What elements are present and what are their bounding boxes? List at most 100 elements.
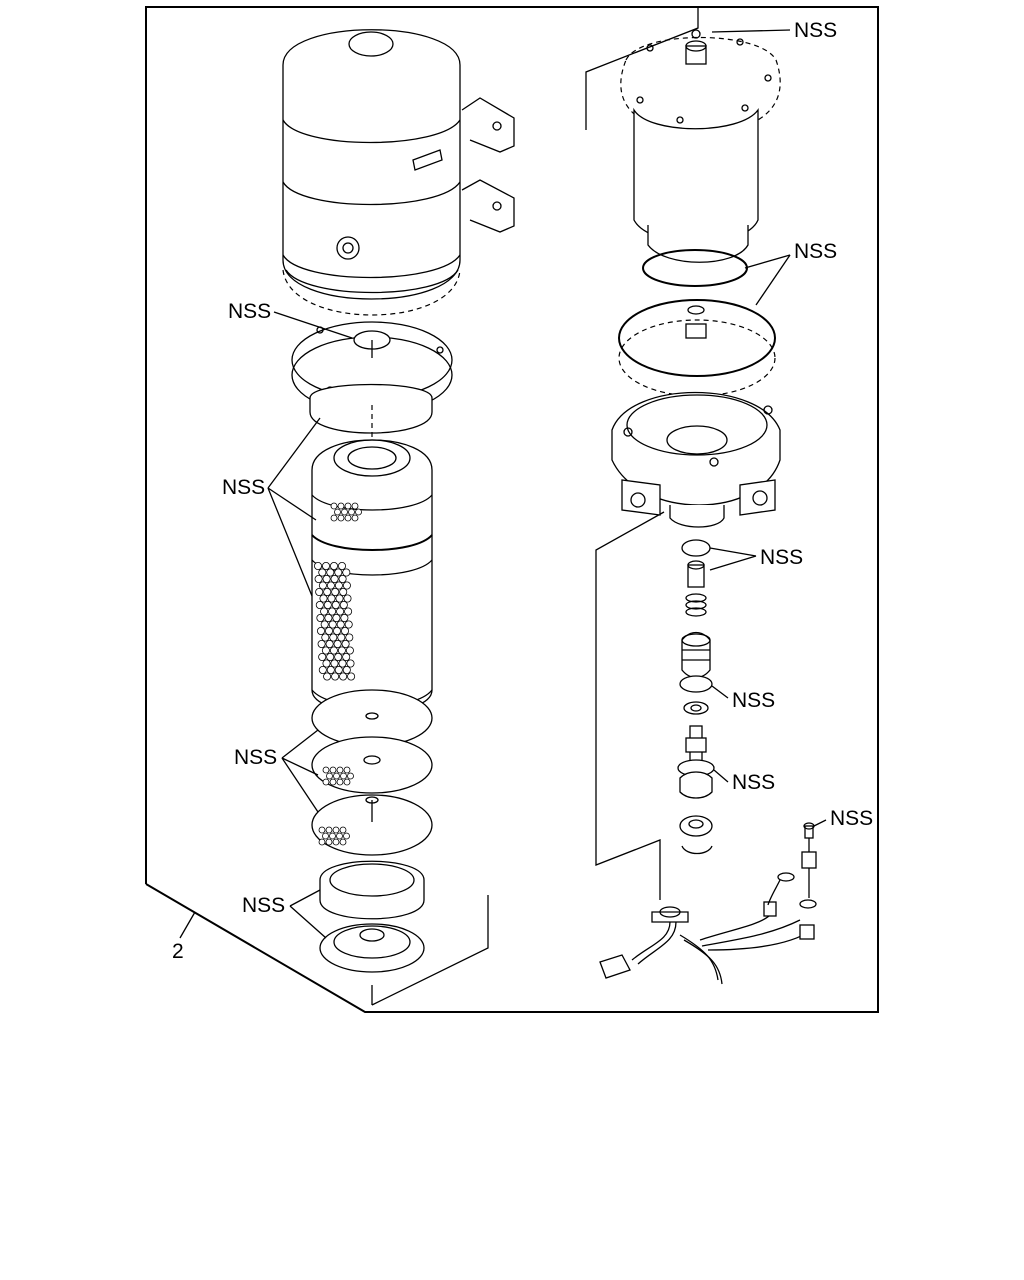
desiccant-bead [334, 653, 343, 662]
desiccant-bead [330, 502, 338, 510]
valve-piston [681, 631, 711, 679]
desiccant-bead [332, 826, 340, 834]
desiccant-bead [321, 633, 330, 642]
callout-right-valve-seat: NSS [709, 546, 803, 571]
desiccant-bead [347, 772, 354, 780]
desiccant-bead [337, 514, 345, 522]
callout-left-screens: NSS [234, 729, 319, 813]
desiccant-bead [345, 633, 354, 642]
desiccant-bead [343, 832, 350, 840]
desiccant-bead [351, 502, 359, 510]
retaining-clip [681, 845, 713, 855]
desiccant-bead [325, 838, 333, 846]
desiccant-beads-side [313, 562, 356, 681]
desiccant-bead [315, 601, 324, 610]
desiccant-bead [326, 772, 333, 780]
desiccant-bead [342, 581, 351, 590]
desiccant-bead [331, 672, 340, 681]
desiccant-bead [355, 508, 362, 516]
desiccant-bead [339, 672, 348, 681]
desiccant-bead [318, 666, 327, 675]
desiccant-bead [330, 514, 338, 522]
desiccant-bead [325, 640, 334, 649]
desiccant-bead [340, 614, 349, 623]
screen-beads [318, 766, 354, 846]
assembly-frame [145, 6, 879, 1013]
desiccant-bead [337, 633, 346, 642]
desiccant-bead [340, 772, 347, 780]
desiccant-bead [318, 826, 326, 834]
item-number-callout: 2 [172, 911, 196, 963]
desiccant-bead [332, 838, 340, 846]
desiccant-bead [347, 672, 356, 681]
desiccant-bead [323, 672, 332, 681]
desiccant-bead [320, 607, 329, 616]
valve-bottom-cap [679, 815, 713, 837]
desiccant-bead [315, 588, 324, 597]
desiccant-bead [342, 568, 351, 577]
desiccant-bead [344, 514, 352, 522]
desiccant-bead [337, 562, 346, 571]
nss-label: NSS [760, 546, 803, 569]
valve-stem-upper [687, 560, 705, 588]
valve-stem-lower [685, 725, 707, 767]
desiccant-bead [334, 568, 343, 577]
nss-label: NSS [794, 240, 837, 263]
filter-screen-lower [311, 794, 433, 856]
callout-right-seals: NSS [744, 240, 837, 306]
desiccant-bead [348, 508, 355, 516]
desiccant-bead [326, 666, 335, 675]
desiccant-bead [322, 778, 330, 786]
desiccant-bead [343, 778, 351, 786]
desiccant-bead [340, 627, 349, 636]
desiccant-bead [351, 514, 359, 522]
desiccant-bead [334, 508, 341, 516]
desiccant-bead [342, 653, 351, 662]
desiccant-bead [326, 581, 335, 590]
desiccant-bead [337, 646, 346, 655]
gasket-ring-upper [309, 383, 433, 445]
desiccant-beads-upper [330, 502, 362, 522]
callout-left-top-disc: NSS [228, 300, 353, 339]
callout-right-sensor: NSS [813, 807, 873, 830]
desiccant-bead [345, 646, 354, 655]
valve-body [611, 391, 781, 528]
desiccant-bead [327, 594, 336, 603]
nss-label: NSS [242, 894, 285, 917]
top-housing [620, 29, 781, 263]
desiccant-bead [332, 627, 341, 636]
desiccant-bead [323, 601, 332, 610]
valve-spring [685, 593, 707, 617]
desiccant-bead [344, 502, 352, 510]
desiccant-bead [319, 594, 328, 603]
desiccant-bead [334, 666, 343, 675]
desiccant-bead [322, 575, 331, 584]
desiccant-bead [336, 607, 345, 616]
desiccant-bead [336, 766, 344, 774]
heater-sensor-harness [599, 872, 817, 985]
desiccant-bead [343, 594, 352, 603]
desiccant-bead [346, 659, 355, 668]
desiccant-bead [321, 646, 330, 655]
desiccant-bead [333, 640, 342, 649]
desiccant-bead [322, 659, 331, 668]
desiccant-bead [339, 601, 348, 610]
desiccant-bead [336, 620, 345, 629]
desiccant-bead [329, 778, 337, 786]
desiccant-bead [339, 838, 347, 846]
desiccant-bead [339, 826, 347, 834]
valve-washer-b [683, 701, 709, 715]
callout-left-cartridge: NSS [222, 417, 321, 597]
desiccant-bead [339, 588, 348, 597]
temperature-sensor [801, 822, 817, 898]
nss-label: NSS [732, 689, 775, 712]
nss-label: NSS [234, 746, 277, 769]
filter-screen-middle [311, 736, 433, 794]
desiccant-bead [335, 594, 344, 603]
bottom-seal-disc [319, 923, 425, 973]
desiccant-bead [332, 614, 341, 623]
desiccant-bead [316, 627, 325, 636]
desiccant-bead [318, 653, 327, 662]
desiccant-bead [341, 640, 350, 649]
desiccant-bead [338, 575, 347, 584]
